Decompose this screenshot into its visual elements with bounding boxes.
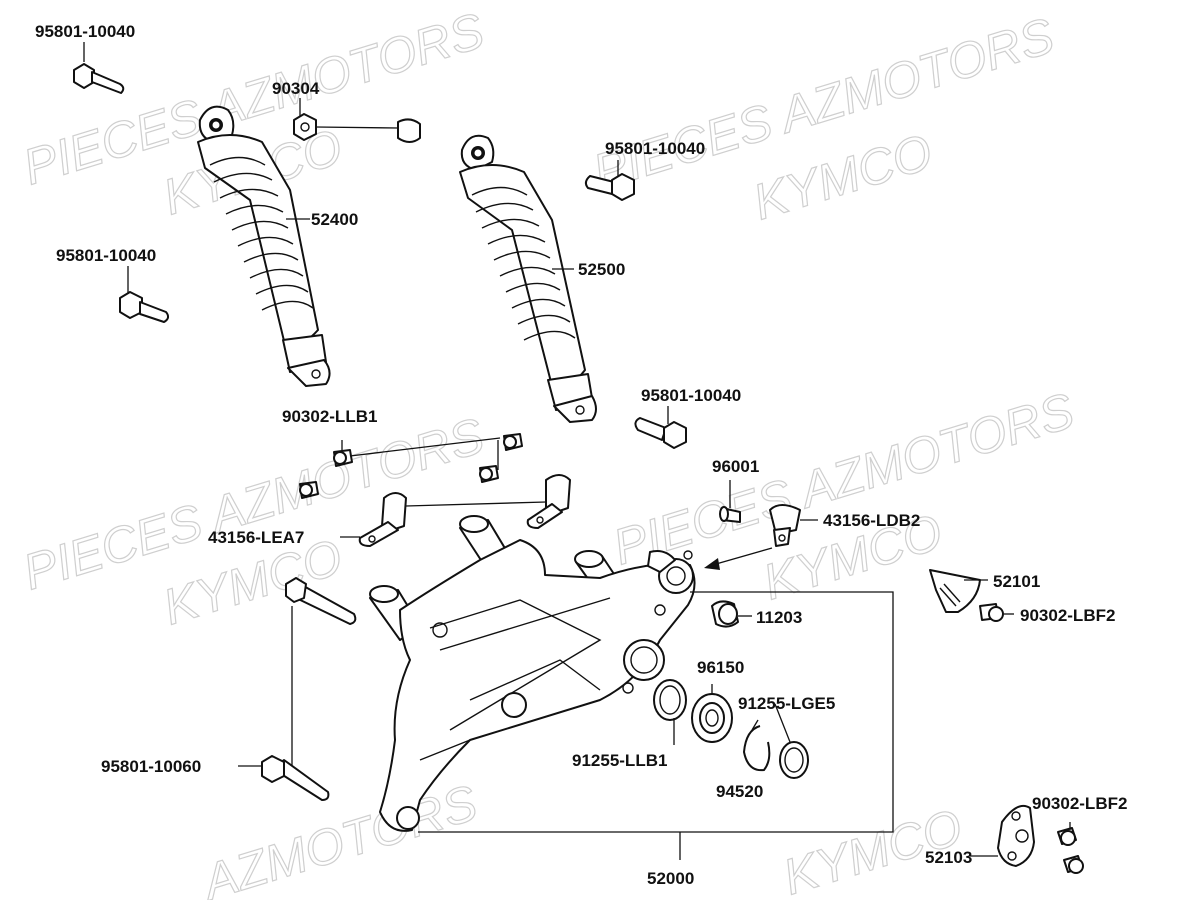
label-shock-52500: 52500 (578, 260, 625, 279)
bolt-95801-10060[interactable] (261, 577, 357, 801)
watermark-text: AZMOTORS (194, 774, 483, 900)
label-pin-96001: 96001 (712, 457, 759, 476)
group-bracket-52000 (418, 591, 894, 860)
label-bolt-90302-llb1: 90302-LLB1 (282, 407, 377, 426)
seal-91255-llb1[interactable] (653, 679, 687, 721)
bolt-95801-10040-left[interactable] (119, 291, 170, 323)
part-labels: 95801-10040 90304 95801-10040 52400 9580… (35, 22, 1127, 888)
label-bolt-left: 95801-10040 (56, 246, 156, 265)
label-bush-11203: 11203 (756, 608, 802, 627)
bolt-set-90302-llb1[interactable] (299, 433, 523, 499)
label-clip-94520: 94520 (716, 782, 763, 801)
label-bracket-52101: 52101 (993, 572, 1040, 591)
label-bolt-10060: 95801-10060 (101, 757, 201, 776)
label-bearing-96150: 96150 (697, 658, 744, 677)
bracket-52103[interactable] (970, 804, 1035, 867)
bolt-90302-lbf2-lower[interactable] (1057, 822, 1084, 874)
label-bolt-top-left: 95801-10040 (35, 22, 135, 41)
nut-90304[interactable] (293, 113, 421, 143)
bolt-90302-lbf2-upper[interactable] (979, 603, 1014, 622)
arrow-indicator (704, 547, 773, 570)
label-bolt-center: 95801-10040 (605, 139, 705, 158)
bracket-52101[interactable] (929, 569, 981, 613)
label-bolt-lbf2-lower: 90302-LBF2 (1032, 794, 1127, 813)
label-clamp-ldb2: 43156-LDB2 (823, 511, 920, 530)
circlip-94520[interactable] (742, 719, 771, 772)
bolt-95801-10040-top-left[interactable] (73, 63, 125, 94)
label-nut-90304: 90304 (272, 79, 320, 98)
label-leaders (83, 42, 988, 767)
label-shock-52400: 52400 (311, 210, 358, 229)
label-bracket-52103: 52103 (925, 848, 972, 867)
label-bolt-lower: 95801-10040 (641, 386, 741, 405)
label-bolt-lbf2-upper: 90302-LBF2 (1020, 606, 1115, 625)
clamp-43156-ldb2[interactable] (769, 504, 801, 547)
label-seal-llb1: 91255-LLB1 (572, 751, 667, 770)
bush-11203[interactable] (711, 600, 752, 628)
bolt-95801-10040-center[interactable] (584, 173, 635, 201)
rear-shock-52500[interactable] (459, 134, 597, 423)
clamp-43156-lea7[interactable] (358, 474, 571, 547)
pin-96001[interactable] (719, 506, 741, 523)
rear-shock-52400[interactable] (197, 105, 331, 387)
label-seal-lge5: 91255-LGE5 (738, 694, 835, 713)
label-clamp-lea7: 43156-LEA7 (208, 528, 304, 547)
seal-91255-lge5[interactable] (779, 741, 809, 779)
bolt-95801-10040-lower[interactable] (634, 417, 687, 449)
swingarm-52000[interactable] (369, 515, 696, 832)
bearing-96150[interactable] (691, 684, 733, 743)
label-swingarm-52000: 52000 (647, 869, 694, 888)
